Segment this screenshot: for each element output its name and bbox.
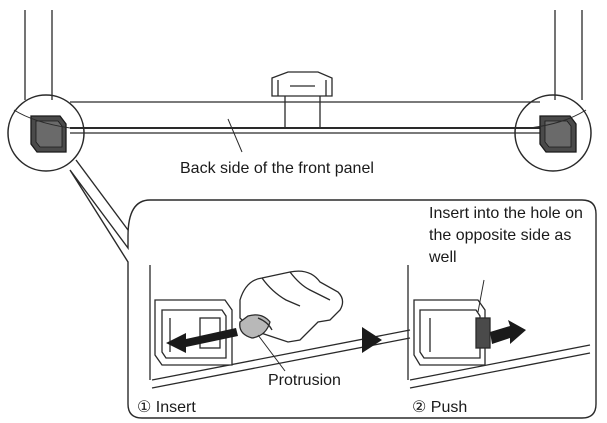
triangle-right-icon [362,327,382,353]
protrusion-label: Protrusion [268,372,341,389]
arrow-right-icon [490,320,526,344]
arrow-left-icon [166,328,238,353]
step1-label: ① Insert [137,399,196,416]
panel-leader-line [227,118,243,153]
right-corner-detail [514,94,592,172]
step2-illustration [407,265,591,389]
panel-caption: Back side of the front panel [180,160,374,177]
center-clip [271,71,333,128]
bracket-icon [30,115,67,153]
step2-label: ② Push [412,399,468,416]
bracket-icon [539,115,577,153]
left-corner-detail [7,94,85,172]
step1-illustration [149,265,411,389]
insert-note: Insert into the hole on the opposite sid… [429,205,583,266]
front-panel [24,10,583,134]
